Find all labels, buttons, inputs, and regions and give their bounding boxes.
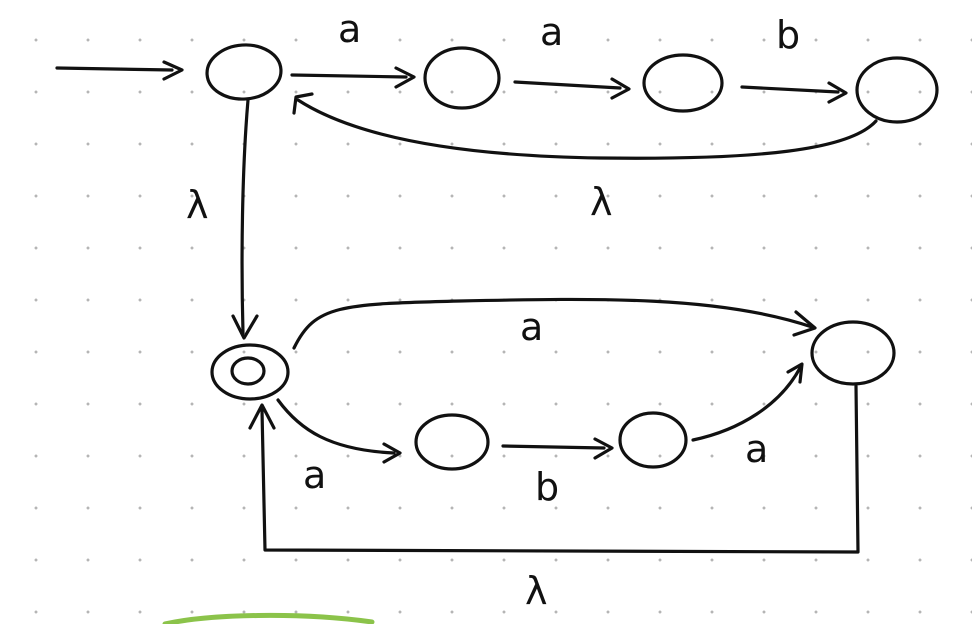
state-q6 <box>618 411 688 469</box>
state-q5 <box>414 413 490 471</box>
state-q2 <box>642 53 724 113</box>
start-arrow <box>55 60 184 81</box>
label-lambda-down: λ <box>186 183 209 227</box>
state-q1 <box>423 46 501 110</box>
label-lambda-bottom: λ <box>525 569 548 613</box>
label-a-q0-q1: a <box>338 7 361 51</box>
edge-q2-q3-b <box>740 81 848 104</box>
label-a-q1-q2: a <box>540 10 563 54</box>
edge-q7-final-lambda <box>248 384 860 554</box>
edge-q3-q0-lambda <box>292 92 878 160</box>
edge-q1-q2-a <box>513 77 631 100</box>
edge-q0-q1-a <box>290 66 416 89</box>
edge-q5-q6-b <box>501 437 614 460</box>
label-a-final-q7: a <box>520 305 543 349</box>
label-a-final-q5: a <box>303 453 326 497</box>
edge-final-q5-a <box>276 398 402 464</box>
label-a-q6-q7: a <box>745 427 768 471</box>
state-final-accepting <box>210 343 290 401</box>
label-b-q5-q6: b <box>535 465 559 509</box>
label-lambda-back: λ <box>590 180 613 224</box>
edge-q0-final-lambda <box>231 98 259 340</box>
state-q3 <box>855 56 939 124</box>
green-partial-stroke <box>162 612 375 624</box>
state-q0 <box>205 43 283 101</box>
state-q7 <box>810 320 896 386</box>
edge-q6-q7-a <box>691 362 804 442</box>
edge-final-q7-a <box>292 297 817 350</box>
label-b-q2-q3: b <box>776 13 800 57</box>
